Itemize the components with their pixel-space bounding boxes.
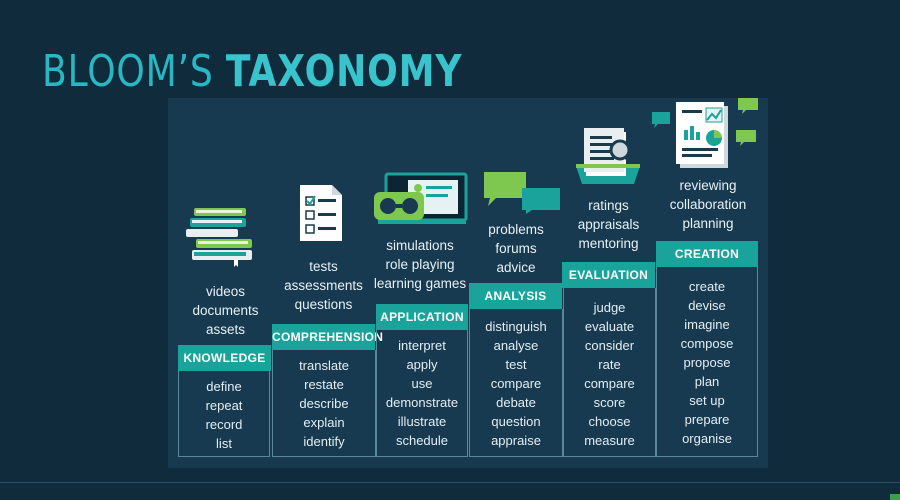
divider — [0, 482, 900, 483]
example-item: assets — [205, 322, 246, 337]
example-item: role playing — [385, 257, 455, 272]
verb-item: set up — [689, 393, 725, 408]
example-item: ratings — [588, 198, 629, 213]
verb-item: imagine — [684, 317, 730, 332]
verb-item: prepare — [684, 412, 730, 427]
verb-item: question — [491, 414, 541, 429]
example-item: problems — [488, 222, 544, 237]
verb-item: distinguish — [485, 319, 547, 334]
application-examples: simulations role playing learning games — [372, 236, 468, 293]
verb-item: devise — [688, 298, 726, 313]
verb-item: score — [593, 395, 626, 410]
example-item: videos — [205, 284, 246, 299]
verb-item: choose — [588, 414, 631, 429]
evaluation-verbs: judge evaluate consider rate compare sco… — [563, 288, 656, 457]
level-evaluation-label: EVALUATION — [562, 262, 655, 288]
analytics-report-icon — [652, 98, 758, 168]
books-icon — [186, 208, 252, 267]
verb-item: repeat — [205, 398, 243, 413]
verb-item: identify — [303, 434, 345, 449]
verb-item: measure — [584, 433, 635, 448]
creation-verbs: create devise imagine compose propose pl… — [656, 267, 758, 457]
verb-item: organise — [682, 431, 732, 446]
verb-item: compose — [680, 336, 734, 351]
example-item: documents — [192, 303, 259, 318]
example-item: tests — [309, 259, 338, 274]
level-knowledge-label: KNOWLEDGE — [178, 345, 271, 371]
level-application-label: APPLICATION — [376, 304, 468, 330]
analysis-examples: problems forums advice — [469, 220, 563, 277]
verb-item: appraise — [491, 433, 541, 448]
example-item: reviewing — [679, 178, 737, 193]
verb-item: describe — [299, 396, 349, 411]
example-item: assessments — [284, 278, 363, 293]
verb-item: restate — [304, 377, 344, 392]
knowledge-examples: videos documents assets — [178, 282, 273, 339]
verb-item: use — [411, 376, 433, 391]
knowledge-verbs: define repeat record list — [178, 371, 270, 457]
corner-marker — [890, 494, 900, 500]
example-item: questions — [294, 297, 353, 312]
application-verbs: interpret apply use demonstrate illustra… — [376, 330, 468, 457]
verb-item: interpret — [398, 338, 446, 353]
chat-bubbles-icon — [484, 172, 560, 214]
verb-item: demonstrate — [385, 395, 459, 410]
page-title: BLOOM’S TAXONOMY — [42, 46, 462, 97]
checklist-document-icon — [300, 185, 342, 241]
example-item: mentoring — [578, 236, 639, 251]
comprehension-examples: tests assessments questions — [272, 257, 375, 314]
example-item: learning games — [373, 276, 467, 291]
verb-item: illustrate — [397, 414, 447, 429]
verb-item: rate — [598, 357, 621, 372]
verb-item: list — [216, 436, 232, 451]
example-item: forums — [495, 241, 537, 256]
example-item: collaboration — [669, 197, 747, 212]
analysis-verbs: distinguish analyse test compare debate … — [469, 309, 563, 457]
taxonomy-slide — [168, 98, 768, 468]
verb-item: debate — [496, 395, 536, 410]
verb-item: compare — [490, 376, 542, 391]
creation-examples: reviewing collaboration planning — [656, 176, 760, 233]
verb-item: create — [688, 279, 726, 294]
verb-item: explain — [303, 415, 345, 430]
example-item: simulations — [386, 238, 454, 253]
verb-item: propose — [683, 355, 731, 370]
example-item: appraisals — [577, 217, 640, 232]
evaluation-examples: ratings appraisals mentoring — [562, 196, 655, 253]
verb-item: judge — [593, 300, 626, 315]
verb-item: compare — [584, 376, 635, 391]
level-comprehension-label: COMPREHENSION — [272, 324, 383, 350]
verb-item: plan — [694, 374, 720, 389]
title-part-bloom: BLOOM’S — [42, 46, 226, 97]
verb-item: record — [205, 417, 243, 432]
verb-item: schedule — [395, 433, 449, 448]
example-item: advice — [496, 260, 536, 275]
title-part-taxonomy: TAXONOMY — [225, 46, 463, 97]
verb-item: apply — [406, 357, 438, 372]
example-item: planning — [682, 216, 734, 231]
comprehension-verbs: translate restate describe explain ident… — [272, 350, 376, 457]
verb-item: test — [505, 357, 527, 372]
verb-item: evaluate — [584, 319, 635, 334]
verb-item: define — [206, 379, 242, 394]
verb-item: analyse — [493, 338, 539, 353]
verb-item: translate — [299, 358, 349, 373]
vr-headset-icon — [374, 172, 468, 224]
verb-item: consider — [584, 338, 635, 353]
level-analysis-label: ANALYSIS — [469, 283, 562, 309]
rating-report-icon — [576, 128, 640, 184]
level-creation-label: CREATION — [656, 241, 758, 267]
